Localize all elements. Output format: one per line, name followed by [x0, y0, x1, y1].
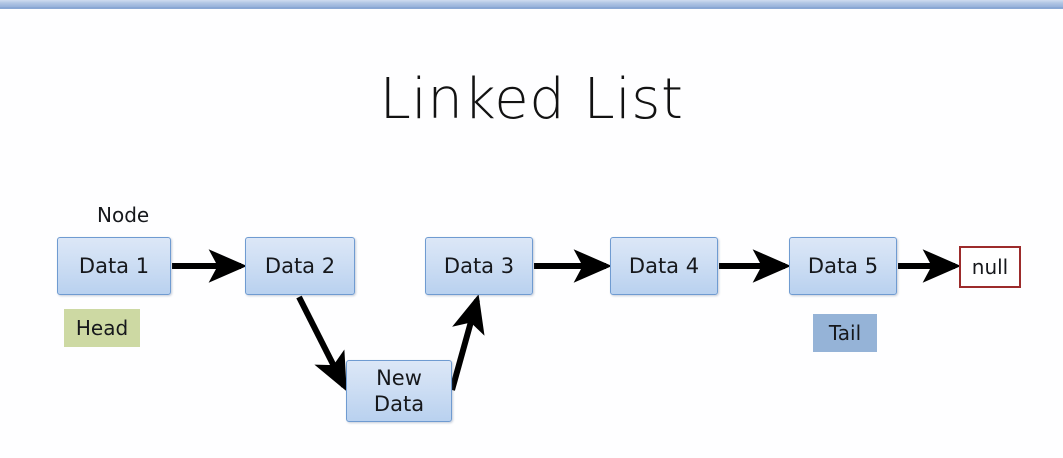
list-node-data4[interactable]: Data 4	[610, 237, 718, 295]
list-node-new-data[interactable]: New Data	[346, 360, 452, 422]
head-badge: Head	[64, 309, 140, 347]
list-node-data5[interactable]: Data 5	[789, 237, 897, 295]
list-node-data2[interactable]: Data 2	[245, 237, 355, 295]
list-node-data1[interactable]: Data 1	[57, 237, 171, 295]
arrow-newdata-to-data3	[449, 294, 485, 391]
slide-top-band	[0, 0, 1063, 9]
list-node-data3[interactable]: Data 3	[425, 237, 533, 295]
new-data-line-1: New	[376, 365, 422, 390]
page-title: Linked List	[379, 67, 684, 132]
arrow-data2-to-newdata	[296, 295, 347, 392]
tail-badge: Tail	[813, 314, 877, 352]
new-data-line-2: Data	[373, 392, 425, 416]
node-caption-label: Node	[97, 203, 150, 227]
null-terminator[interactable]: null	[959, 246, 1021, 288]
